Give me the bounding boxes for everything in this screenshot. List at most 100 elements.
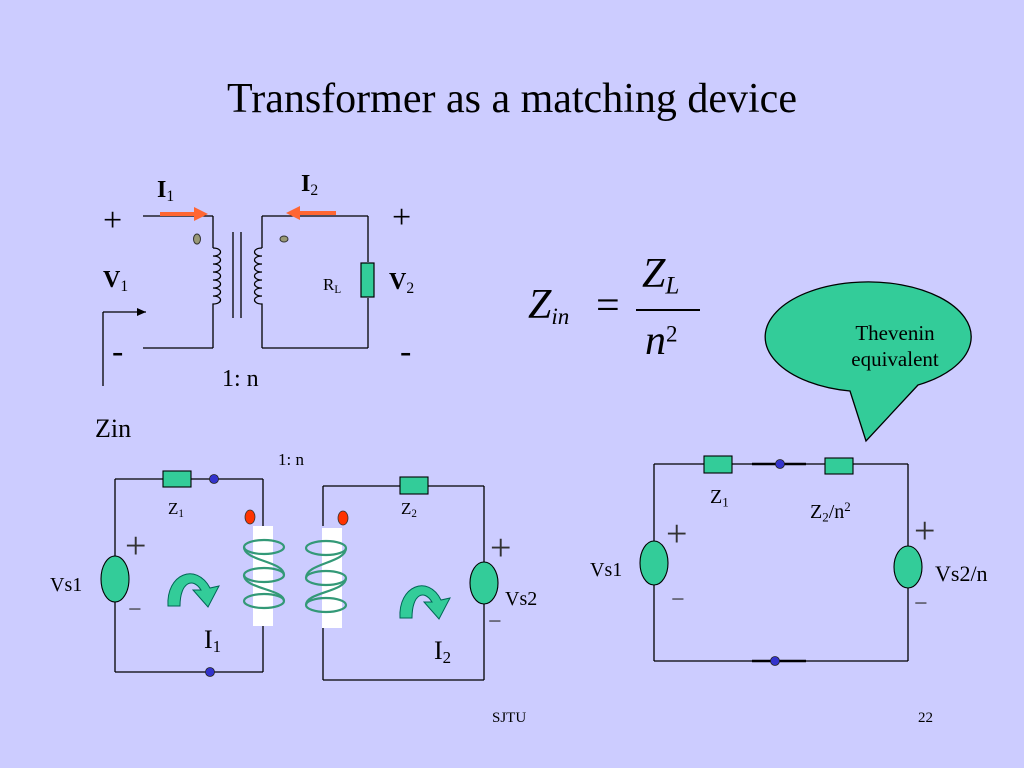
bottom-transformer-circuit xyxy=(114,478,485,681)
thevenin-z1-sub: 1 xyxy=(722,494,729,510)
callout-line2: equivalent xyxy=(851,347,939,372)
thevenin-z2-main: Z xyxy=(810,501,823,524)
formula-lhs: Zin xyxy=(528,284,569,328)
zin-label: Zin xyxy=(95,414,132,443)
i1-arrow xyxy=(160,207,208,221)
v1-sub: 1 xyxy=(120,277,129,295)
terminal-dot-bottom xyxy=(205,667,215,677)
formula-den-sup: 2 xyxy=(666,320,678,347)
bottom-secondary-coil xyxy=(304,539,348,614)
bottom-i2-main: I xyxy=(434,636,443,665)
callout-text: Thevenin equivalent xyxy=(792,320,998,373)
i1-label: I1 xyxy=(157,178,174,204)
top-plus-left: + xyxy=(103,202,123,239)
bottom-z1-main: Z xyxy=(168,499,179,518)
thevenin-plus-right: + xyxy=(914,510,936,552)
footer-page-number: 22 xyxy=(918,710,933,726)
v2-sub: 2 xyxy=(406,279,415,297)
formula-denominator: n2 xyxy=(645,320,678,362)
top-transformer-circuit xyxy=(102,215,369,386)
bottom-vs1-label: Vs1 xyxy=(50,574,83,596)
primary-core-bar xyxy=(253,526,273,626)
z2-impedance xyxy=(399,476,429,495)
i2-sub: 2 xyxy=(310,181,319,199)
bottom-i1-sub: 1 xyxy=(212,637,222,657)
v1-label: V1 xyxy=(103,268,128,294)
formula-den-main: n xyxy=(645,318,666,364)
bottom-z2-label: Z2 xyxy=(401,500,417,520)
bottom-plus-left: + xyxy=(125,525,147,567)
top-ratio-label: 1: n xyxy=(222,366,259,392)
footer-center: SJTU xyxy=(492,710,527,726)
bottom-ratio-label: 1: n xyxy=(278,450,304,469)
thevenin-dot-bottom xyxy=(770,656,780,666)
thevenin-z1 xyxy=(703,455,733,474)
bottom-i1-label: I1 xyxy=(204,627,221,656)
thevenin-vs1-label: Vs1 xyxy=(590,559,623,581)
top-minus-left: - xyxy=(112,333,124,370)
i1-mesh-arrow xyxy=(167,573,220,608)
thevenin-minus-left: − xyxy=(671,587,685,613)
thevenin-circuit xyxy=(653,462,909,663)
rl-label: RL xyxy=(323,276,341,296)
primary-polarity-dot-red xyxy=(244,509,256,525)
thevenin-z1-label: Z1 xyxy=(710,487,729,508)
rl-sub: L xyxy=(334,283,342,296)
i2-main: I xyxy=(301,171,311,197)
i2-arrow xyxy=(286,206,336,220)
thevenin-z1-main: Z xyxy=(710,486,723,508)
formula-lhs-sub: in xyxy=(551,302,570,329)
bottom-z2-sub: 2 xyxy=(411,507,417,520)
slide-title: Transformer as a matching device xyxy=(227,76,797,122)
bottom-z2-main: Z xyxy=(401,499,412,518)
bottom-primary-coil xyxy=(242,538,286,610)
bottom-minus-right: − xyxy=(488,609,502,635)
top-minus-right: - xyxy=(400,333,412,370)
load-resistor xyxy=(360,262,375,298)
i2-mesh-arrow xyxy=(399,585,451,620)
i1-sub: 1 xyxy=(166,187,175,205)
formula-num-sub: L xyxy=(665,272,680,300)
top-plus-right: + xyxy=(392,199,412,236)
zin-arrowhead xyxy=(137,308,146,316)
primary-polarity-dot xyxy=(193,233,201,245)
i1-main: I xyxy=(157,177,167,203)
secondary-polarity-dot-red xyxy=(337,510,349,526)
thevenin-vs2n-label: Vs2/n xyxy=(935,561,988,586)
v1-main: V xyxy=(103,267,121,293)
v2-label: V2 xyxy=(389,270,414,296)
thevenin-z2-rest: /n xyxy=(828,501,845,524)
rl-main: R xyxy=(323,275,335,294)
secondary-polarity-dot xyxy=(279,235,289,243)
thevenin-z2-sup: 2 xyxy=(844,499,851,514)
terminal-dot-top xyxy=(209,474,219,484)
thevenin-callout xyxy=(764,281,972,443)
formula-lhs-main: Z xyxy=(528,282,552,328)
bottom-plus-right: + xyxy=(490,527,512,569)
vs1-source xyxy=(100,555,130,603)
thevenin-z2-sub: 2 xyxy=(822,509,829,525)
thevenin-z2n2 xyxy=(824,457,854,475)
callout-line1: Thevenin xyxy=(855,321,935,345)
secondary-coil xyxy=(253,247,263,310)
thevenin-minus-right: − xyxy=(914,591,928,617)
bottom-z1-sub: 1 xyxy=(178,507,184,520)
thevenin-plus-left: + xyxy=(666,513,688,555)
bottom-z1-label: Z1 xyxy=(168,500,184,520)
bottom-i2-label: I2 xyxy=(434,638,451,667)
thevenin-vs1-source xyxy=(639,540,669,586)
thevenin-z2n2-label: Z2/n2 xyxy=(810,500,851,523)
bottom-minus-left: − xyxy=(128,597,142,623)
formula-numerator: ZL xyxy=(642,253,679,299)
formula-num-main: Z xyxy=(642,251,666,297)
i2-label: I2 xyxy=(301,172,318,198)
vs2-source xyxy=(469,561,499,605)
v2-main: V xyxy=(389,269,407,295)
z1-impedance xyxy=(162,470,192,488)
primary-coil xyxy=(212,247,222,310)
bottom-vs2-label: Vs2 xyxy=(505,588,538,610)
thevenin-vs2n-source xyxy=(893,545,923,589)
thevenin-dot-top xyxy=(775,459,785,469)
